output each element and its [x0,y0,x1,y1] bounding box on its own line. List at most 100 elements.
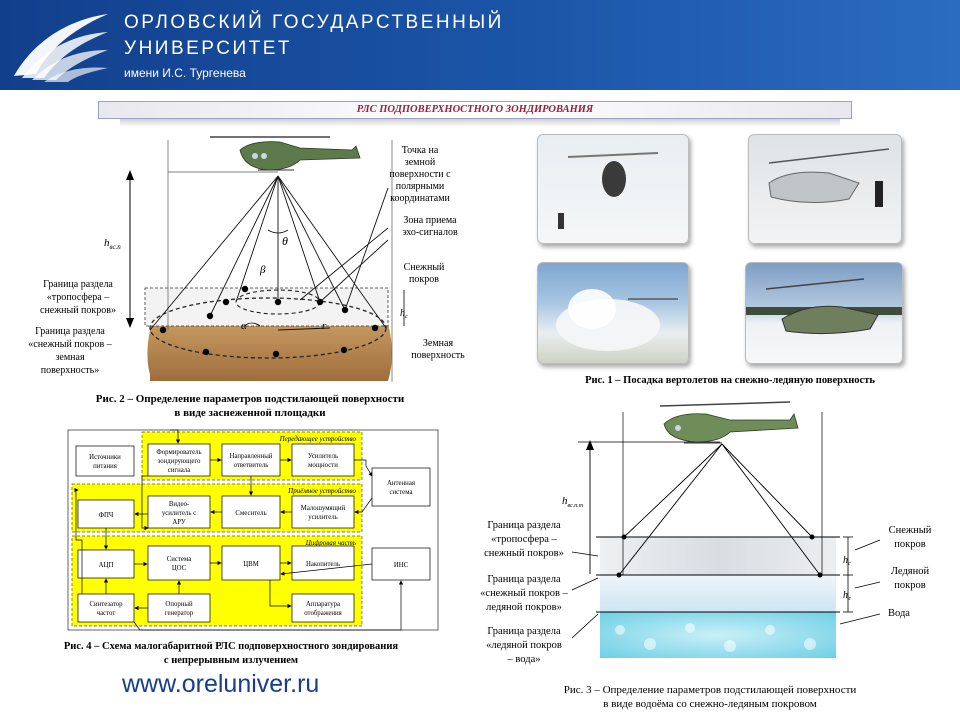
svg-text:Антенная: Антенная [387,480,415,487]
svg-text:Система: Система [167,556,191,563]
photo-helicopter-on-ice [745,262,903,364]
fig4-caption-line2: с непрерывным излучением [163,655,299,666]
svg-text:Зона приема: Зона приема [403,215,457,226]
slide-title: РЛС ПОДПОВЕРХНОСТНОГО ЗОНДИРОВАНИЯ [98,101,852,119]
fig4-block-scheme: Передающее устройство Приёмное устройств… [67,429,439,631]
svg-text:ЦВМ: ЦВМ [243,561,259,568]
svg-text:ответвитель: ответвитель [234,462,269,469]
svg-text:ФПЧ: ФПЧ [99,512,114,519]
fig2-point [222,298,230,306]
fig2-point [341,306,349,314]
svg-text:Граница раздела: Граница раздела [35,326,105,337]
svg-text:покров: покров [409,274,439,285]
svg-text:поверхность: поверхность [411,350,465,361]
footer-website-link[interactable]: www.oreluniver.ru [122,670,320,698]
svg-text:АРУ: АРУ [172,519,186,526]
fig3-border2-label: Граница раздела «снежный покров – ледяно… [480,574,568,613]
svg-text:«снежный покров –: «снежный покров – [28,339,112,350]
fig3-caption-line2: в виде водоёма со снежно-ледяным покрово… [603,698,817,710]
fig2-point [202,348,210,356]
svg-text:эхо-сигналов: эхо-сигналов [402,227,458,238]
fig4-block-amp [291,443,355,477]
svg-text:земная: земная [55,352,85,363]
svg-text:снежный покров»: снежный покров» [484,548,564,559]
svg-text:покров: покров [894,539,925,550]
svg-text:Граница раздела: Граница раздела [487,520,561,531]
fig3-snow-layer [600,537,836,575]
svg-text:Вода: Вода [888,608,910,619]
fig2-alpha-label: α [241,320,247,332]
svg-text:«снежный покров –: «снежный покров – [480,588,568,599]
svg-text:hвс.п.т: hвс.п.т [562,495,584,509]
svg-text:«тропосфера –: «тропосфера – [491,534,557,545]
svg-text:усилитель: усилитель [308,514,338,521]
fig4-group-tx-label: Передающее устройство [279,435,357,443]
fig3-ice-layer [600,575,836,612]
university-name-line1: ОРЛОВСКИЙ ГОСУДАРСТВЕННЫЙ [124,12,504,33]
svg-text:ЦОС: ЦОС [172,565,187,572]
svg-text:земной: земной [405,157,436,168]
fig3-point [809,534,815,540]
fig4-block-dsp [147,545,211,581]
svg-text:«тропосфера –: «тропосфера – [47,292,111,303]
fig2-beta-label: β [259,264,266,276]
fig2-caption-line1: Рис. 2 – Определение параметров подстила… [95,393,405,405]
svg-text:усилитель с: усилитель с [162,510,196,517]
fig4-block-fpch [77,499,135,529]
svg-text:ледяной покров»: ледяной покров» [486,602,562,613]
svg-text:АЦП: АЦП [99,562,114,569]
svg-text:поверхности с: поверхности с [389,169,451,180]
svg-text:Снежный: Снежный [404,262,445,273]
fig2-point [159,326,167,334]
svg-text:hс: hс [843,555,851,567]
svg-text:Граница раздела: Граница раздела [487,626,561,637]
svg-text:Граница раздела: Граница раздела [43,279,113,290]
fig4-block-power [75,445,135,477]
fig3-ice-label: Ледяной покров [891,566,930,591]
fig1-caption: Рис. 1 – Посадка вертолетов на снежно-ле… [585,375,875,386]
svg-text:Смеситель: Смеситель [235,510,266,517]
university-logo-icon [14,14,108,82]
fig3-water-label: Вода [888,608,910,619]
fig3-point [817,572,823,578]
fig4-group-rx-label: Приёмное устройство [287,487,356,495]
svg-text:Точка на: Точка на [402,145,439,156]
fig4-block-display [291,593,355,623]
fig2-point-label: Точка на земной поверхности с полярными … [389,145,451,204]
title-shadow [120,119,840,127]
svg-text:ИНС: ИНС [394,562,409,569]
svg-text:координатами: координатами [390,193,450,204]
fig4-block-ref [147,593,211,623]
fig4-block-coupler [221,443,281,477]
svg-text:hвс.п: hвс.п [104,237,121,251]
fig3-border3-label: Граница раздела «ледяной покров – вода» [486,626,562,665]
university-name-line2: УНИВЕРСИТЕТ [124,38,293,59]
fig2-point [274,298,282,306]
svg-text:Малошумящий: Малошумящий [301,505,346,512]
svg-text:Аппаратура: Аппаратура [306,601,340,608]
svg-text:частот: частот [97,610,116,617]
fig2-echo-label: Зона приема эхо-сигналов [402,215,458,238]
fig3-point [621,534,627,540]
svg-text:Синтезатор: Синтезатор [89,601,123,608]
fig2-point [316,298,324,306]
svg-text:генератор: генератор [165,610,194,617]
photo-helicopter-snow-landing [748,134,902,244]
fig4-block-mixer [221,495,281,529]
svg-text:мощности: мощности [308,462,338,469]
fig2-caption: Рис. 2 – Определение параметров подстила… [40,392,460,420]
svg-text:Земная: Земная [423,338,454,349]
svg-text:полярными: полярными [396,181,445,192]
svg-text:Видео-: Видео- [169,501,190,508]
svg-text:система: система [390,489,413,496]
svg-text:Опорный: Опорный [165,601,193,608]
university-name-line3: имени И.С. Тургенева [124,66,246,80]
svg-text:Усилитель: Усилитель [308,453,338,460]
svg-text:снежный покров»: снежный покров» [40,305,116,316]
fig4-block-former [147,443,211,477]
fig2-border2-label: Граница раздела «снежный покров – земная… [28,326,112,376]
fig3-border1-label: Граница раздела «тропосфера – снежный по… [484,520,564,559]
svg-text:Ледяной: Ледяной [891,566,930,577]
fig2-ground-edge [147,323,392,381]
svg-text:Граница раздела: Граница раздела [487,574,561,585]
